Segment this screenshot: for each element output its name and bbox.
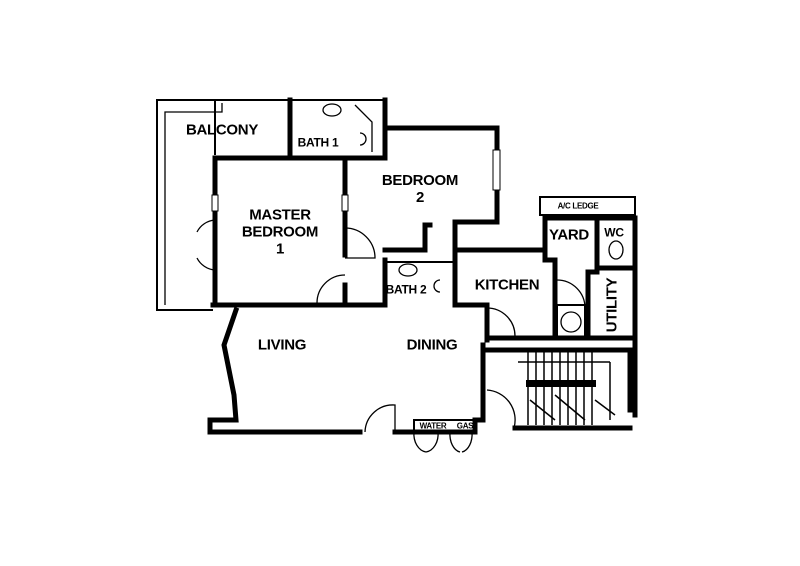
room-label-wc: WC	[604, 225, 624, 240]
master-bedroom-walls	[196, 155, 388, 308]
master-line2: BEDROOM	[241, 223, 319, 241]
label-gas: GAS	[456, 421, 474, 431]
living-dining-walls	[207, 302, 486, 453]
room-label-utility: UTILITY	[603, 277, 621, 333]
room-label-living: LIVING	[257, 336, 307, 354]
balcony-walls	[156, 99, 385, 311]
staircase	[484, 347, 633, 431]
bedroom-2-line2: 2	[415, 189, 425, 206]
master-line3: 1	[275, 240, 285, 258]
bath-2-walls	[382, 245, 458, 308]
room-label-master-bedroom: MASTER BEDROOM 1	[241, 206, 319, 258]
room-label-dining: DINING	[406, 336, 458, 354]
bedroom-2-walls	[382, 125, 501, 253]
room-label-kitchen: KITCHEN	[474, 276, 540, 294]
room-label-bath-1: BATH 1	[297, 135, 339, 150]
label-water: WATER	[419, 421, 447, 431]
master-line1: MASTER	[249, 206, 311, 224]
room-label-bath-2: BATH 2	[385, 282, 427, 297]
room-label-balcony: BALCONY	[185, 121, 259, 139]
room-label-ac-ledge: A/C LEDGE	[557, 201, 599, 211]
bedroom-2-line1: BEDROOM	[381, 172, 459, 189]
room-label-bedroom-2: BEDROOM 2	[381, 172, 459, 206]
service-walls	[539, 196, 638, 418]
room-label-yard: YARD	[549, 226, 589, 244]
